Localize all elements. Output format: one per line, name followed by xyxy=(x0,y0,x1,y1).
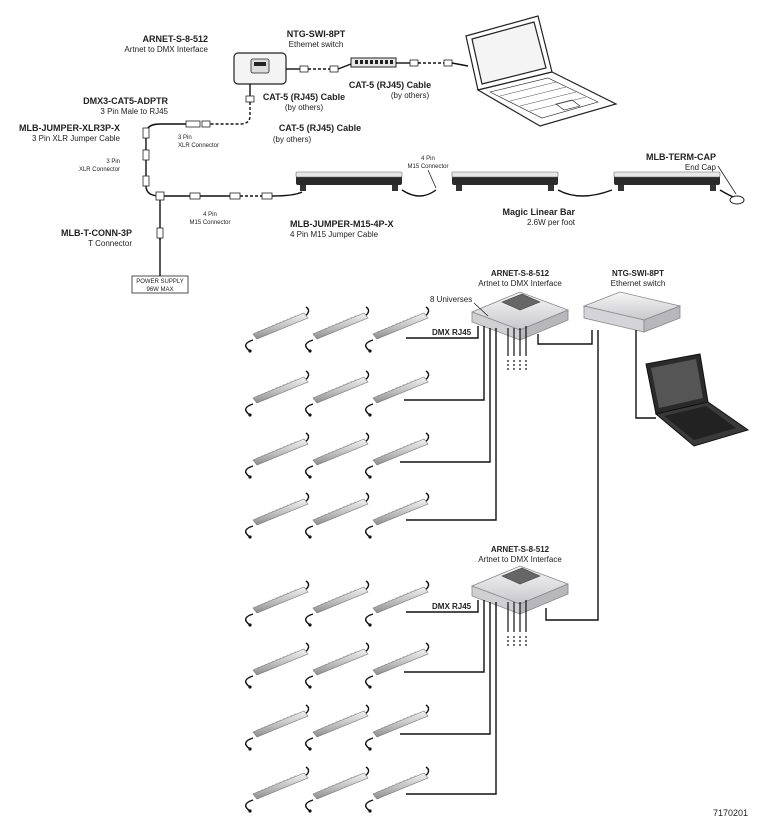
jumper-xlr-desc: 3 Pin XLR Jumper Cable xyxy=(32,134,121,143)
fixture xyxy=(304,432,370,480)
laptop-bottom xyxy=(645,353,750,447)
term-cap-desc: End Cap xyxy=(685,163,717,172)
cat5-a-model: CAT-5 (RJ45) Cable xyxy=(279,123,361,133)
fixture xyxy=(244,306,310,354)
arnet-device-a xyxy=(470,291,570,341)
xlr-conn-b-line1: 3 Pin xyxy=(106,159,120,165)
cat5-c-desc: (by others) xyxy=(285,103,324,112)
fixture xyxy=(304,766,370,814)
jumper-xlr-model: MLB-JUMPER-XLR3P-X xyxy=(19,123,120,133)
fixture xyxy=(244,432,310,480)
dmx-b-label: DMX RJ45 xyxy=(432,602,472,611)
fixture-grid-b xyxy=(244,580,430,814)
switch-top-model: NTG-SWI-8PT xyxy=(287,29,346,39)
fixture xyxy=(304,370,370,418)
jumper-m15-model: MLB-JUMPER-M15-4P-X xyxy=(290,219,394,229)
fixture xyxy=(364,642,430,690)
fixture xyxy=(244,642,310,690)
term-cap-model: MLB-TERM-CAP xyxy=(646,152,716,162)
fixture xyxy=(304,642,370,690)
cat5-b-desc: (by others) xyxy=(391,91,430,100)
power-supply-box xyxy=(131,275,189,294)
fixture xyxy=(244,704,310,752)
cat5-b-model: CAT-5 (RJ45) Cable xyxy=(349,80,431,90)
fixture xyxy=(304,580,370,628)
switch-top-desc: Ethernet switch xyxy=(289,40,344,49)
fixture xyxy=(364,432,430,480)
switch-device-bottom xyxy=(582,291,682,333)
xlr-conn-b-line2: XLR Connector xyxy=(79,167,120,173)
adapter-desc: 3 Pin Male to RJ45 xyxy=(100,107,168,116)
laptop-top xyxy=(465,15,618,127)
cat5-c-model: CAT-5 (RJ45) Cable xyxy=(263,92,345,102)
fixture xyxy=(244,580,310,628)
universes-label: 8 Universes xyxy=(430,295,472,304)
fixture xyxy=(304,704,370,752)
t-conn-model: MLB-T-CONN-3P xyxy=(61,228,132,238)
xlr-conn-a-line2: XLR Connector xyxy=(178,143,219,149)
fixture xyxy=(364,306,430,354)
arnet-device-top xyxy=(233,52,287,85)
switch-bottom-model: NTG-SWI-8PT xyxy=(612,269,664,278)
fixture xyxy=(364,370,430,418)
t-conn-desc: T Connector xyxy=(88,239,132,248)
m15-conn-b-line2: M15 Connector xyxy=(407,164,448,170)
power-line1: POWER SUPPLY xyxy=(136,279,184,285)
adapter-model: DMX3-CAT5-ADPTR xyxy=(83,96,168,106)
linear-bar-desc: 2.6W per foot xyxy=(527,218,576,227)
linear-bar-2 xyxy=(451,171,559,192)
linear-bar-model: Magic Linear Bar xyxy=(502,207,575,217)
fixture xyxy=(364,766,430,814)
arnet-b-model: ARNET-S-8-512 xyxy=(491,545,550,554)
arnet-top-model: ARNET-S-8-512 xyxy=(142,34,208,44)
m15-conn-a-line2: M15 Connector xyxy=(189,220,230,226)
figure-number: 7170201 xyxy=(713,808,748,818)
fixture xyxy=(304,306,370,354)
fixture xyxy=(244,766,310,814)
arnet-a-desc: Artnet to DMX Interface xyxy=(478,279,562,288)
arnet-top-desc: Artnet to DMX Interface xyxy=(124,45,208,54)
power-line2: 96W MAX xyxy=(146,287,173,293)
fixture xyxy=(304,492,370,540)
fixture xyxy=(244,492,310,540)
xlr-conn-a-line1: 3 Pin xyxy=(178,135,192,141)
switch-bottom-desc: Ethernet switch xyxy=(611,279,666,288)
fixture xyxy=(364,704,430,752)
linear-bar-1 xyxy=(295,171,403,192)
fixture xyxy=(364,492,430,540)
fixture xyxy=(244,370,310,418)
cat5-a-desc: (by others) xyxy=(273,135,312,144)
arnet-b-desc: Artnet to DMX Interface xyxy=(478,555,562,564)
dmx-a-label: DMX RJ45 xyxy=(432,328,472,337)
linear-bar-3 xyxy=(613,171,721,192)
jumper-m15-desc: 4 Pin M15 Jumper Cable xyxy=(290,230,379,239)
fixture xyxy=(364,580,430,628)
m15-conn-a-line1: 4 Pin xyxy=(203,212,217,218)
m15-conn-b-line1: 4 Pin xyxy=(421,156,435,162)
switch-device-top xyxy=(350,57,397,68)
fixture-grid-a xyxy=(244,306,430,540)
arnet-a-model: ARNET-S-8-512 xyxy=(491,269,550,278)
